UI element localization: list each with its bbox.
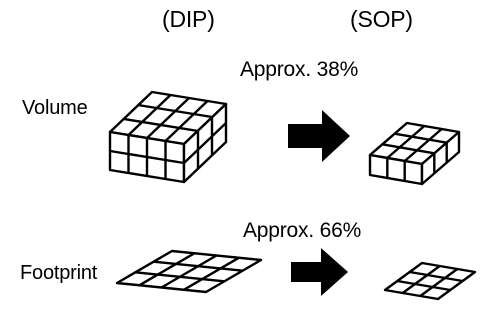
volume-reduction-label: Approx. 38% <box>240 58 359 81</box>
dip-footprint-grid <box>115 249 263 294</box>
dip-volume-block <box>108 90 228 184</box>
footprint-row-label: Footprint <box>20 262 98 284</box>
volume-row-label: Volume <box>22 97 88 119</box>
volume-arrow <box>288 110 350 162</box>
footprint-reduction-label: Approx. 66% <box>243 219 362 242</box>
dip-column-header: (DIP) <box>162 6 215 32</box>
sop-footprint-grid <box>383 261 477 301</box>
sop-column-header: (SOP) <box>350 6 413 32</box>
footprint-arrow <box>291 248 348 296</box>
sop-volume-block <box>368 121 461 186</box>
